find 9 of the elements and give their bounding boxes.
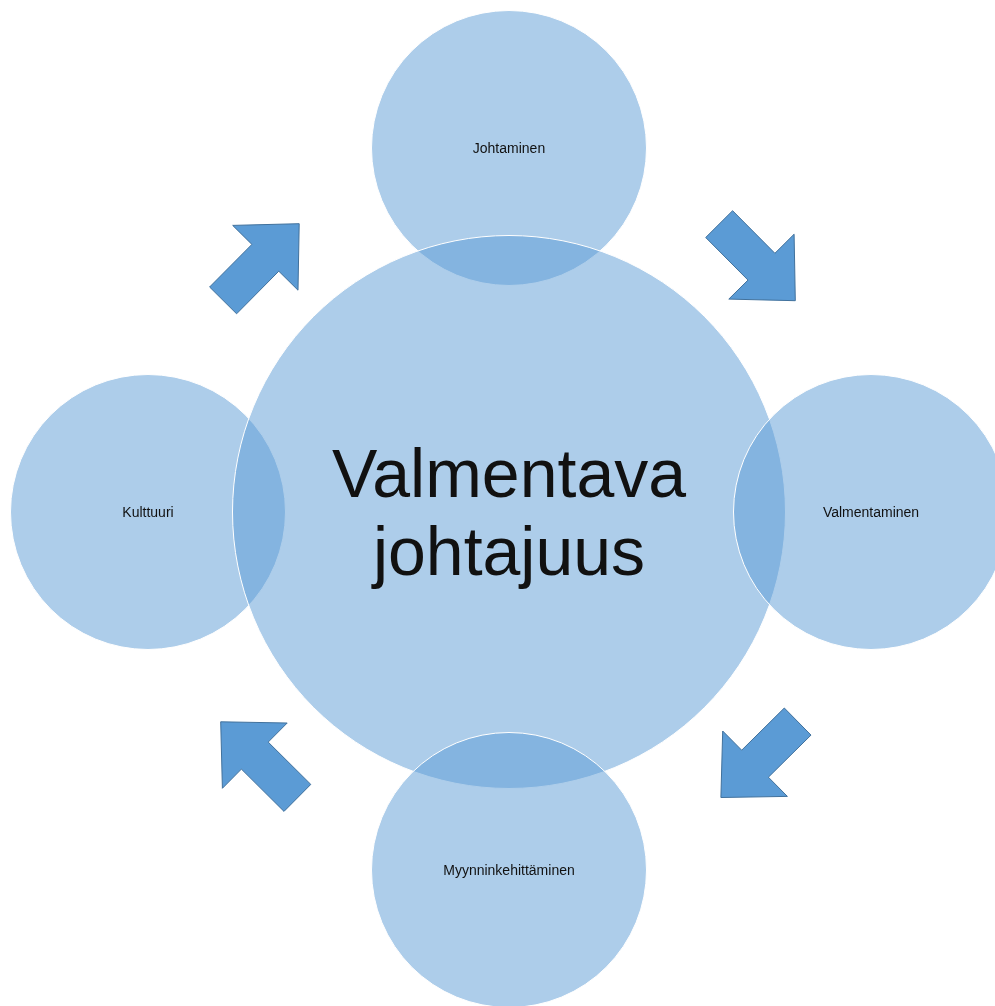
block-arrow [220,721,312,812]
block-arrow [705,210,796,302]
block-arrow [209,223,300,315]
block-arrow [720,707,812,798]
node-label: Valmentaminen [822,504,920,520]
node-label: Myynninkehittäminen [443,862,575,878]
title-text: Valmentava johtajuus [330,433,687,591]
node-label: Kulttuuri [122,504,174,520]
node-label: Johtaminen [472,140,546,156]
